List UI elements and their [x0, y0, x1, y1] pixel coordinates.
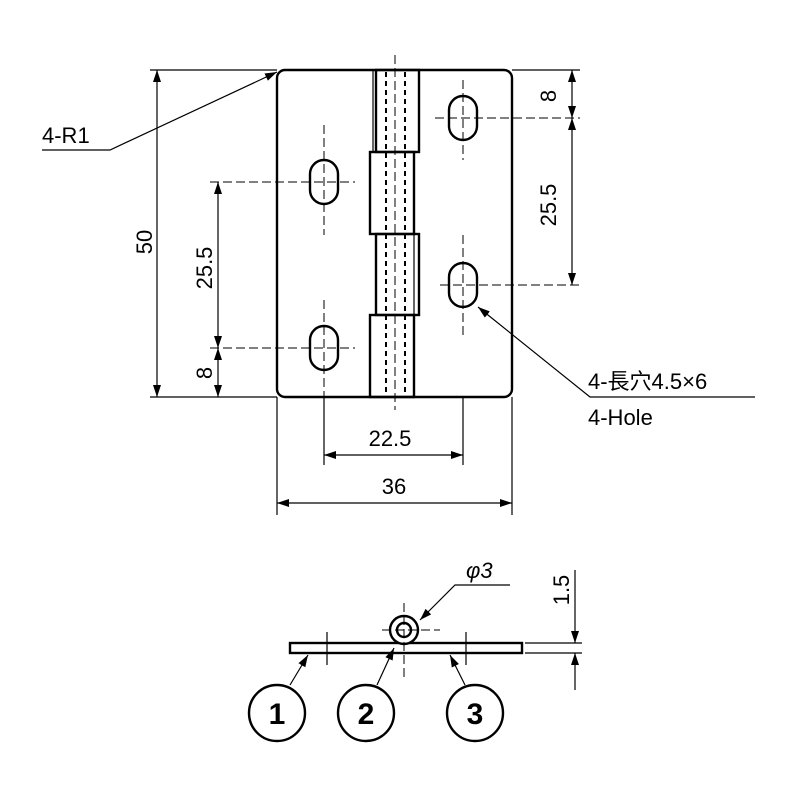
hinge-plate: [275, 55, 514, 410]
dim-left-pitch: 25.5: [192, 247, 217, 290]
dim-width-total: 36: [382, 474, 406, 499]
balloon-2: 2: [336, 683, 396, 743]
callout-radius: 4-R1: [42, 123, 90, 148]
balloon-2-label: 2: [358, 698, 375, 731]
dim-hole-pitch-horizontal: 22.5: [369, 426, 412, 451]
slot-holes: [210, 80, 580, 397]
dim-height-total: 50: [132, 230, 157, 254]
side-view: [288, 570, 582, 690]
dim-right-pitch: 25.5: [536, 184, 561, 227]
dim-pin-diameter: φ3: [466, 558, 493, 583]
dim-left-edge: 8: [192, 367, 217, 379]
balloon-1: 1: [247, 683, 307, 743]
callout-holes-en: 4-Hole: [588, 405, 653, 430]
balloon-3: 3: [445, 683, 505, 743]
dimension-lines: [42, 69, 755, 515]
dim-thickness: 1.5: [549, 575, 574, 606]
callout-holes-jp: 4-長穴4.5×6: [588, 369, 707, 394]
balloon-1-label: 1: [269, 698, 286, 731]
dim-right-edge: 8: [536, 90, 561, 102]
balloon-3-label: 3: [467, 698, 484, 731]
